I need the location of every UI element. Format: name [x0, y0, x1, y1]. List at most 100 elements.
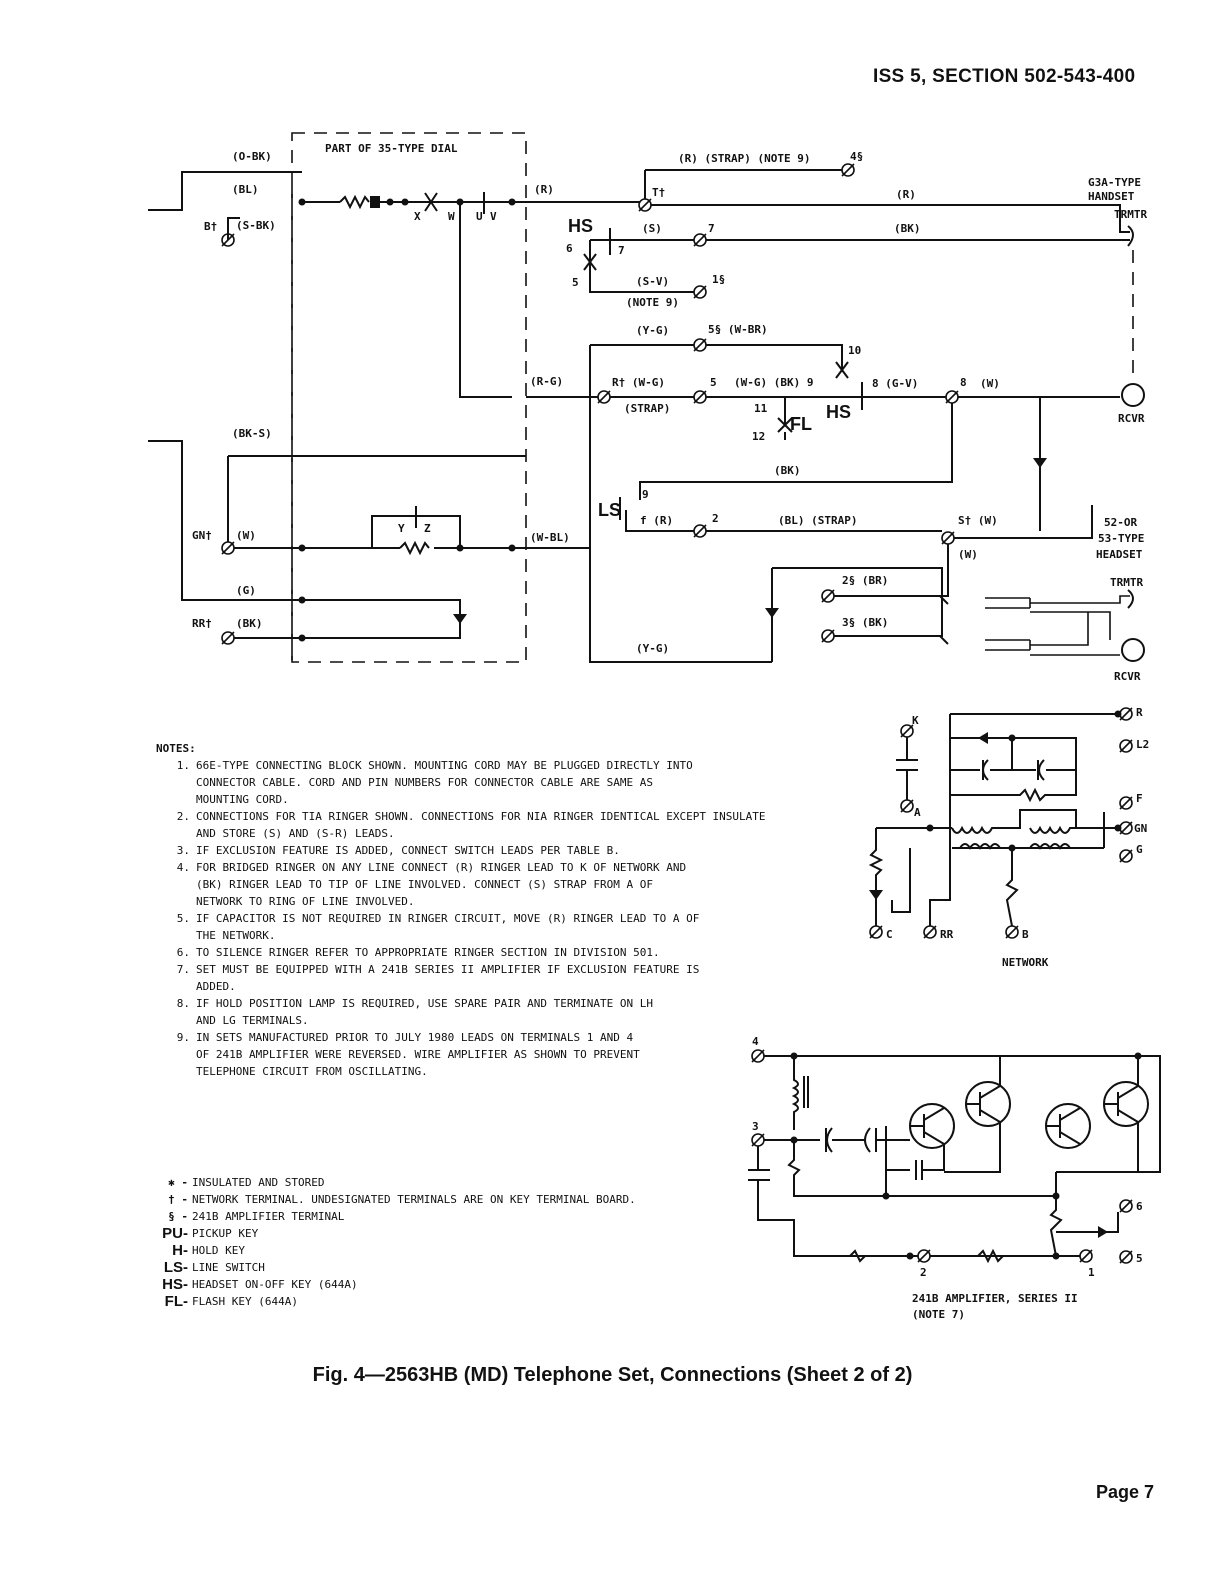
svg-text:G: G — [1136, 843, 1143, 856]
amplifier-title: 241B AMPLIFIER, SERIES II — [912, 1292, 1078, 1305]
legend-block: ✱ - INSULATED AND STORED † - NETWORK TERMIN… — [142, 1174, 782, 1310]
svg-text:(S-BK): (S-BK) — [236, 219, 276, 232]
svg-text:HEADSET: HEADSET — [1096, 548, 1143, 561]
resistor-symbol — [339, 194, 370, 210]
svg-text:(W): (W) — [980, 377, 1000, 390]
svg-text:(S): (S) — [642, 222, 662, 235]
svg-text:(BK): (BK) — [236, 617, 263, 630]
svg-text:11: 11 — [754, 402, 768, 415]
svg-text:V: V — [490, 210, 497, 223]
svg-text:5: 5 — [572, 276, 579, 289]
svg-text:A: A — [914, 806, 921, 819]
legend-description: HEADSET ON-OFF KEY (644A) — [192, 1278, 358, 1291]
svg-text:2: 2 — [712, 512, 719, 525]
note-item: 5. IF CAPACITOR IS NOT REQUIRED IN RINGER… — [156, 910, 856, 944]
svg-text:(BK-S): (BK-S) — [232, 427, 272, 440]
svg-text:(BK): (BK) — [774, 464, 801, 477]
note-item: 8.IF HOLD POSITION LAMP IS REQUIRED, USE… — [156, 995, 856, 1029]
note-number: 5. — [176, 912, 190, 925]
svg-text:6: 6 — [566, 242, 573, 255]
network-title: NETWORK — [1002, 956, 1049, 969]
svg-text:TRMTR: TRMTR — [1114, 208, 1147, 221]
svg-text:GN: GN — [1134, 822, 1147, 835]
svg-text:FL: FL — [790, 414, 812, 434]
note-item: 4.FOR BRIDGED RINGER ON ANY LINE CONNECT… — [156, 859, 856, 910]
legend-symbol: LS- — [163, 1259, 188, 1276]
svg-text:(BL) (STRAP): (BL) (STRAP) — [778, 514, 857, 527]
legend-description: LINE SWITCH — [192, 1261, 265, 1274]
svg-text:F: F — [1136, 792, 1143, 805]
svg-text:(W-BL): (W-BL) — [530, 531, 570, 544]
note-item: 9.IN SETS MANUFACTURED PRIOR TO JULY 198… — [156, 1029, 856, 1080]
svg-text:(O-BK): (O-BK) — [232, 150, 272, 163]
legend-symbol: HS- — [162, 1276, 188, 1293]
legend-symbol: PU- — [162, 1225, 188, 1242]
diode-symbol — [370, 196, 380, 208]
note-number: 3. — [176, 844, 190, 857]
page-number: Page 7 — [1096, 1482, 1155, 1502]
legend-item: † - NETWORK TERMINAL. UNDESIGNATED TERMIN… — [142, 1191, 782, 1208]
legend-item: HS- HEADSET ON-OFF KEY (644A) — [142, 1276, 782, 1293]
note-number: 1. — [176, 759, 190, 772]
legend-description: NETWORK TERMINAL. UNDESIGNATED TERMINALS… — [192, 1193, 636, 1206]
legend-item: § - 241B AMPLIFIER TERMINAL — [142, 1208, 782, 1225]
svg-text:LS: LS — [598, 500, 621, 520]
note-item: 3.IF EXCLUSION FEATURE IS ADDED, CONNECT… — [156, 842, 856, 859]
note-text: SET MUST BE EQUIPPED WITH A 241B SERIES … — [196, 963, 700, 993]
svg-text:(Y-G): (Y-G) — [636, 642, 669, 655]
note-number: 2. — [176, 810, 190, 823]
legend-symbol: § - — [168, 1210, 188, 1223]
svg-text:(NOTE 9): (NOTE 9) — [626, 296, 679, 309]
svg-text:GN†: GN† — [192, 529, 212, 542]
note-text: IF HOLD POSITION LAMP IS REQUIRED, USE S… — [196, 997, 653, 1027]
notes-list: 1. 66E-TYPE CONNECTING BLOCK SHOWN. MOUNT… — [156, 757, 856, 1080]
svg-text:5: 5 — [1136, 1252, 1143, 1265]
legend-symbol: † - — [168, 1193, 188, 1206]
note-item: 1. 66E-TYPE CONNECTING BLOCK SHOWN. MOUNT… — [156, 757, 856, 808]
svg-text:5: 5 — [710, 376, 717, 389]
svg-text:(R): (R) — [896, 188, 916, 201]
receiver-symbol — [1121, 383, 1145, 407]
legend-symbol: H- — [172, 1242, 188, 1259]
svg-text:(W-G) (BK) 9: (W-G) (BK) 9 — [734, 376, 813, 389]
note-item: 7.SET MUST BE EQUIPPED WITH A 241B SERIE… — [156, 961, 856, 995]
legend-description: INSULATED AND STORED — [192, 1176, 325, 1189]
svg-text:RCVR: RCVR — [1118, 412, 1145, 425]
svg-text:(R) (STRAP) (NOTE 9): (R) (STRAP) (NOTE 9) — [678, 152, 810, 165]
legend-description: HOLD KEY — [192, 1244, 245, 1257]
svg-text:RCVR: RCVR — [1114, 670, 1141, 683]
legend-description: 241B AMPLIFIER TERMINAL — [192, 1210, 345, 1223]
svg-text:5§ (W-BR): 5§ (W-BR) — [708, 323, 768, 336]
svg-text:(R-G): (R-G) — [530, 375, 563, 388]
legend-description: FLASH KEY (644A) — [192, 1295, 298, 1308]
svg-text:8: 8 — [960, 376, 967, 389]
legend-item: LS- LINE SWITCH — [142, 1259, 782, 1276]
note-number: 4. — [176, 861, 190, 874]
svg-text:(BK): (BK) — [894, 222, 921, 235]
note-number: 6. — [176, 946, 190, 959]
svg-text:(S-V): (S-V) — [636, 275, 669, 288]
legend-description: PICKUP KEY — [192, 1227, 259, 1240]
note-text: 66E-TYPE CONNECTING BLOCK SHOWN. MOUNTIN… — [196, 759, 693, 806]
note-text: CONNECTIONS FOR TIA RINGER SHOWN. CONNEC… — [196, 810, 766, 840]
svg-text:53-TYPE: 53-TYPE — [1098, 532, 1144, 545]
figure-caption: Fig. 4—2563HB (MD) Telephone Set, Connec… — [312, 1364, 913, 1386]
svg-text:2§ (BR): 2§ (BR) — [842, 574, 888, 587]
svg-text:f (R): f (R) — [640, 514, 673, 527]
amplifier-schematic: 4 3 6 5 2 1 241B AMPLIFIER, SERIES II (N… — [748, 1035, 1161, 1321]
dial-box-label: PART OF 35-TYPE DIAL — [325, 142, 458, 155]
svg-text:7: 7 — [708, 222, 715, 235]
svg-text:(W): (W) — [958, 548, 978, 561]
note-item: 6.TO SILENCE RINGER REFER TO APPROPRIATE… — [156, 944, 856, 961]
notes-heading: NOTES: — [156, 742, 196, 755]
svg-text:L2: L2 — [1136, 738, 1149, 751]
legend-symbol: ✱ - — [168, 1176, 188, 1189]
note-text: IN SETS MANUFACTURED PRIOR TO JULY 1980 … — [196, 1031, 640, 1078]
svg-text:HS: HS — [568, 216, 593, 236]
legend-symbol: FL- — [164, 1293, 188, 1310]
svg-text:10: 10 — [848, 344, 861, 357]
svg-text:RR: RR — [940, 928, 954, 941]
note-text: IF CAPACITOR IS NOT REQUIRED IN RINGER C… — [196, 912, 700, 942]
svg-text:(G): (G) — [236, 584, 256, 597]
handset-type-label: G3A-TYPE — [1088, 176, 1141, 189]
